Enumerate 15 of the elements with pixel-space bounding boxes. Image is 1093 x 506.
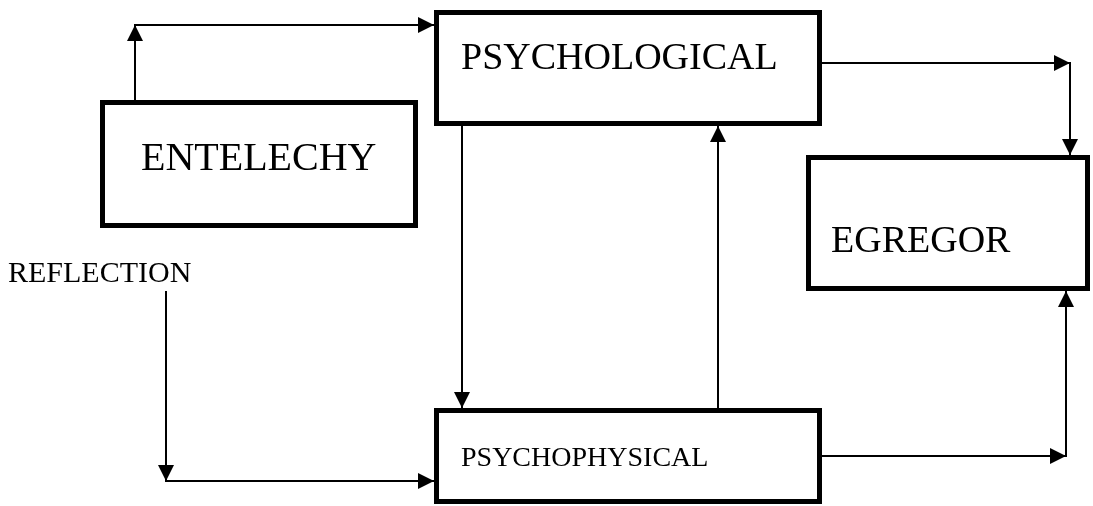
arrow <box>821 55 1078 156</box>
arrow <box>454 125 470 409</box>
arrow <box>821 290 1074 464</box>
concept-box <box>100 100 418 228</box>
concept-box <box>806 155 1090 291</box>
box-label: PSYCHOLOGICAL <box>461 37 778 75</box>
box-label: EGREGOR <box>831 220 1011 258</box>
box-label: PSYCHOPHYSICAL <box>461 443 709 471</box>
arrow <box>158 290 435 489</box>
box-label: ENTELECHY <box>141 137 377 177</box>
concept-label: REFLECTION <box>8 257 192 287</box>
arrow <box>127 17 435 101</box>
concept-box <box>434 10 822 126</box>
arrow <box>710 125 726 409</box>
concept-box <box>434 408 822 504</box>
